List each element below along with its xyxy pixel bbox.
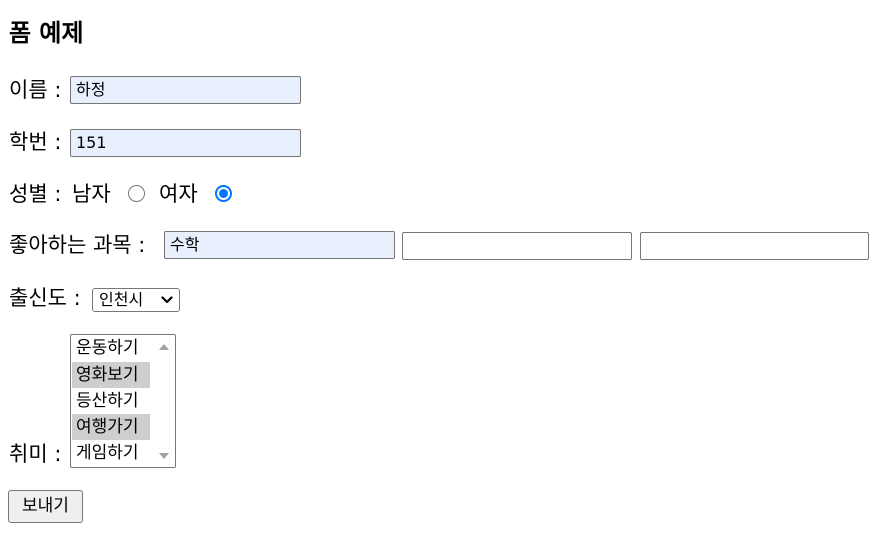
hobby-option[interactable]: 운동하기: [76, 338, 139, 358]
subject-input-3[interactable]: [640, 232, 869, 260]
hobby-option[interactable]: 영화보기: [72, 362, 150, 388]
subject-input-2[interactable]: [402, 232, 632, 260]
page-title: 폼 예제: [9, 19, 84, 47]
hobby-option[interactable]: 여행가기: [72, 414, 150, 440]
hobby-option[interactable]: 게임하기: [76, 443, 139, 463]
gender-male-radio[interactable]: [128, 185, 145, 202]
name-label: 이름 :: [9, 78, 62, 102]
hobby-label: 취미 :: [9, 442, 62, 466]
submit-button[interactable]: 보내기: [8, 490, 83, 523]
hometown-select[interactable]: 인천시: [92, 288, 180, 312]
chevron-down-icon: [161, 296, 173, 304]
hobby-listbox[interactable]: 운동하기 영화보기 등산하기 여행가기 게임하기: [70, 334, 176, 468]
student-id-input[interactable]: 151: [70, 129, 301, 157]
subject-input-1[interactable]: 수학: [164, 231, 395, 259]
subjects-label: 좋아하는 과목 :: [9, 233, 146, 257]
gender-male-label: 남자: [72, 182, 111, 206]
hobby-option[interactable]: 등산하기: [76, 391, 139, 411]
student-id-label: 학번 :: [9, 130, 62, 154]
hometown-label: 출신도 :: [9, 286, 81, 310]
gender-female-label: 여자: [159, 182, 198, 206]
gender-female-radio[interactable]: [215, 185, 232, 202]
name-input[interactable]: 하정: [70, 76, 301, 104]
scroll-up-arrow-icon[interactable]: [159, 344, 169, 350]
hobby-scrollbar[interactable]: [152, 335, 175, 467]
gender-label: 성별 :: [9, 182, 62, 206]
scroll-down-arrow-icon[interactable]: [159, 453, 169, 459]
hometown-select-value: 인천시: [99, 290, 144, 309]
